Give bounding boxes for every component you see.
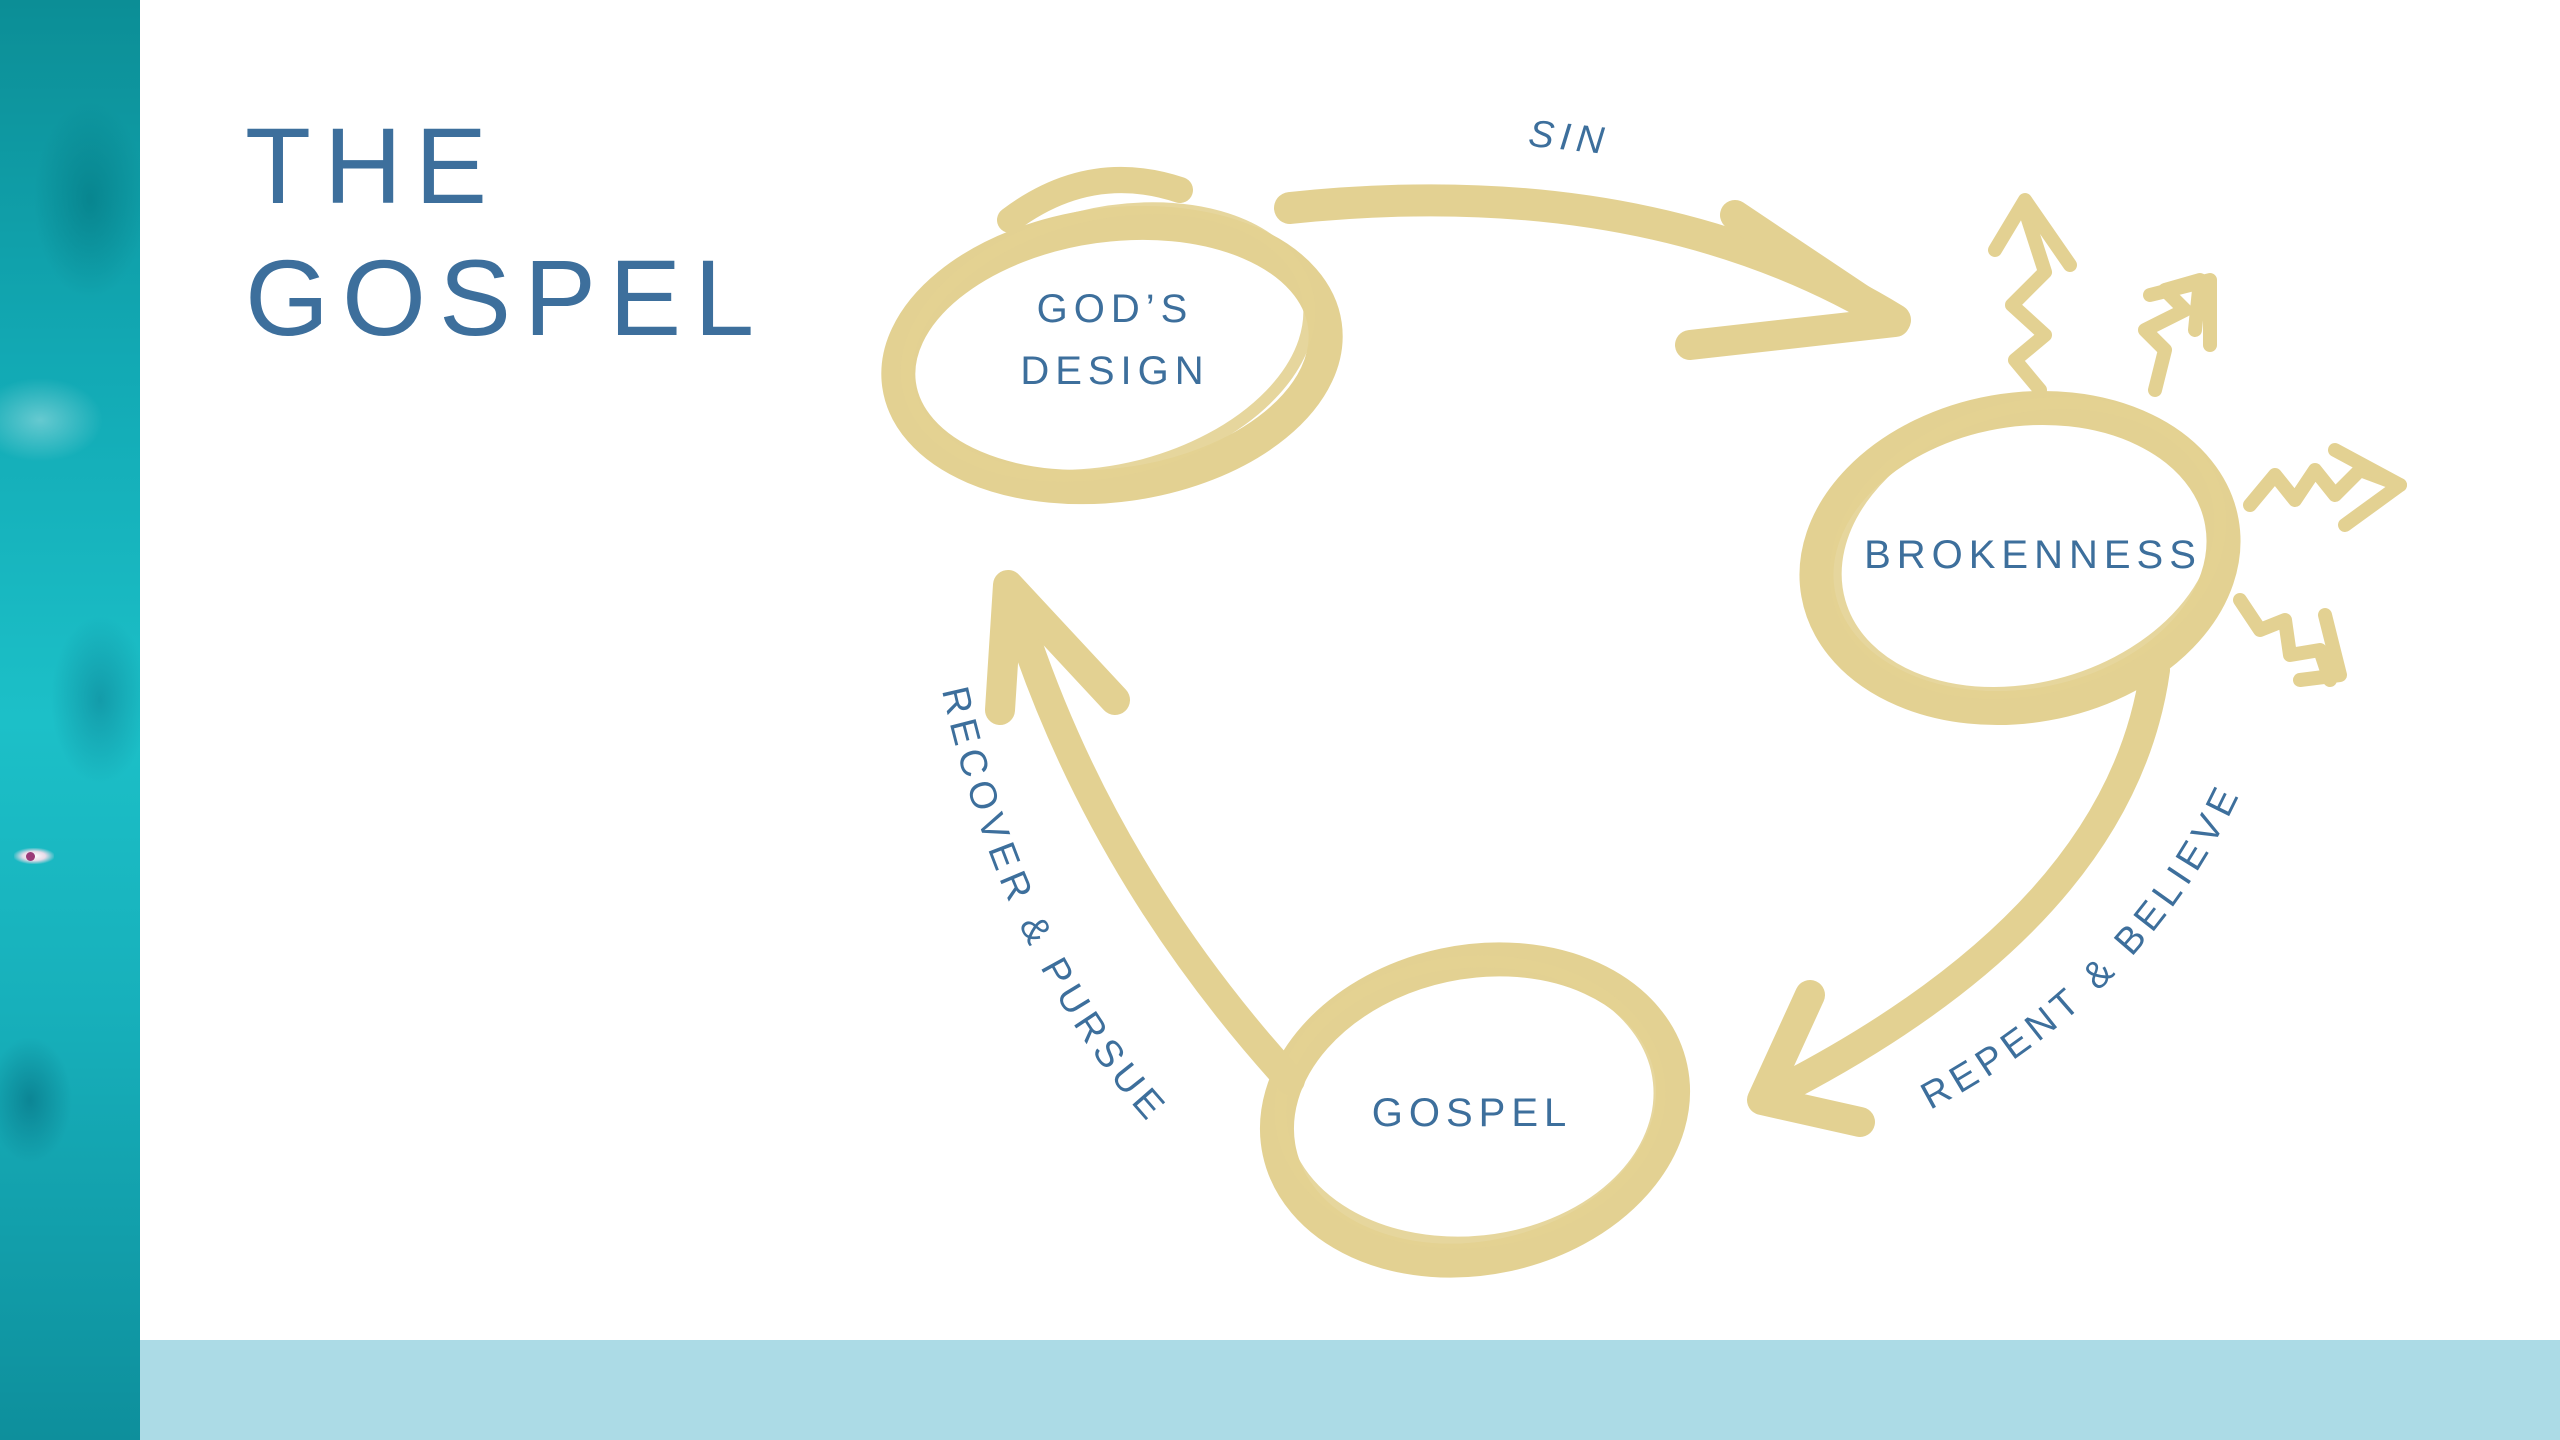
slide-title-line2: GOSPEL — [245, 237, 768, 358]
node-brokenness-loop — [1799, 390, 2241, 726]
label-gospel: GOSPEL — [1372, 1091, 1573, 1135]
slide-title-line1: THE — [245, 105, 500, 226]
node-gods-design-loop — [881, 167, 1343, 505]
slide-title: THE GOSPEL — [245, 100, 767, 364]
edge-sin-arrow — [1274, 184, 1911, 360]
label-sin: SIN — [1527, 113, 1612, 163]
node-gospel-loop — [1259, 942, 1691, 1278]
edge-recover-pursue-arrow — [985, 570, 1305, 1095]
bottom-color-band — [140, 1340, 2560, 1440]
edge-repent-believe-arrow — [1747, 655, 2170, 1137]
label-brokenness: BROKENNESS — [1864, 533, 2202, 577]
brokenness-burst-arrows — [1988, 193, 2407, 687]
swimmer-figure-detail — [26, 852, 35, 861]
ocean-photo-strip — [0, 0, 140, 1440]
label-gods-design-line2: DESIGN — [1020, 349, 1209, 393]
label-gods-design-line1: GOD’S — [1037, 287, 1194, 331]
